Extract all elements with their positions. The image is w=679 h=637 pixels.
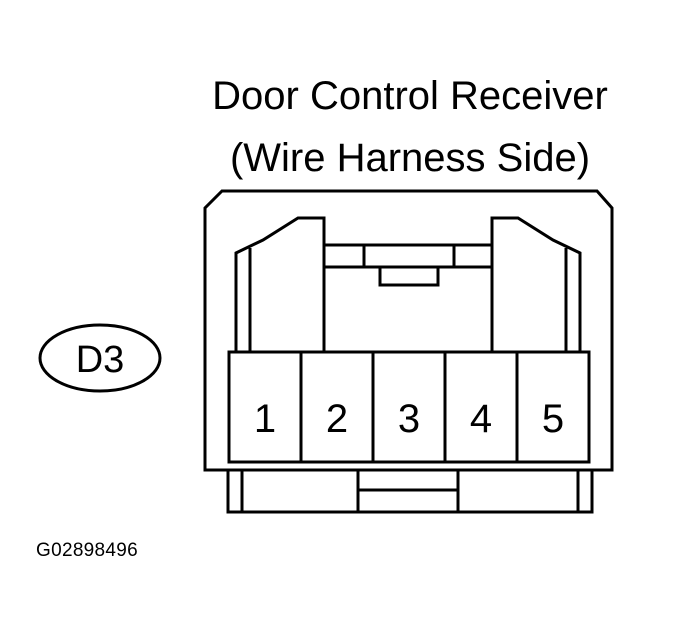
bottom-key-slot <box>356 470 460 512</box>
pin-label-3: 3 <box>398 397 420 441</box>
housing-right-shoulder <box>490 216 582 352</box>
housing-bottom-skirt <box>226 470 594 514</box>
diagram-subtitle: (Wire Harness Side) <box>229 136 591 180</box>
connector-code-ellipse <box>38 323 162 393</box>
connector-housing <box>203 189 614 472</box>
housing-bottom-skirt-inner <box>240 470 580 512</box>
locking-latch <box>322 243 494 269</box>
connector-code: D3 <box>76 339 125 381</box>
terminal-block <box>227 350 591 464</box>
pin-label-4: 4 <box>470 397 492 441</box>
pin-label-1: 1 <box>254 397 276 441</box>
pin-label-2: 2 <box>326 397 348 441</box>
pin-label-5: 5 <box>542 397 564 441</box>
figure-id: G02898496 <box>36 540 139 561</box>
diagram-title: Door Control Receiver <box>212 74 608 118</box>
housing-left-shoulder <box>234 216 326 352</box>
locking-latch-tab <box>362 245 456 287</box>
